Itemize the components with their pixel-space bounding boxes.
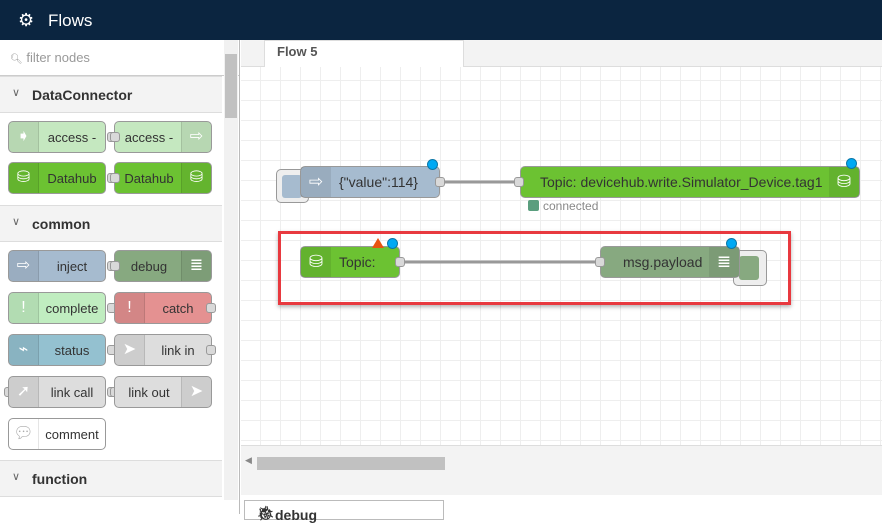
wires — [400, 180, 600, 264]
palette-node-datahub-subscribe[interactable]: ⛁Datahub — [8, 162, 106, 194]
chevron-down-icon: ∨ — [12, 471, 21, 483]
palette-node-catch[interactable]: !catch — [114, 292, 212, 324]
node-red-logo-icon: ⚙ — [18, 10, 35, 30]
scroll-left-icon[interactable]: ◀ — [245, 455, 252, 465]
workspace-tabs: Flow 5 — [241, 40, 882, 68]
status-text: connected — [543, 199, 599, 213]
pulse-icon: ⌁ — [9, 335, 39, 365]
palette-node-link-out[interactable]: link out➤ — [114, 376, 212, 408]
chevron-down-icon: ∨ — [12, 87, 21, 99]
section-common[interactable]: ∨common — [0, 205, 222, 242]
palette-node-comment[interactable]: 💬︎comment — [8, 418, 106, 450]
debug-node[interactable]: msg.payload≣ — [600, 246, 740, 278]
link-icon: ➚ — [9, 377, 39, 407]
palette-node-access-in[interactable]: ➧access - — [8, 121, 106, 153]
palette-node-link-call[interactable]: ➚link call — [8, 376, 106, 408]
database-icon: ⛁ — [9, 163, 39, 193]
arrow-icon: ⇨ — [181, 122, 211, 152]
app-title: Flows — [48, 11, 93, 30]
inject-node[interactable]: ⇨{"value":114} — [300, 166, 440, 198]
exclamation-icon: ! — [9, 293, 39, 323]
section-function[interactable]: ∨function — [0, 460, 222, 497]
canvas-horizontal-scrollbar[interactable]: ◀ — [241, 445, 882, 495]
palette-node-status[interactable]: ⌁status — [8, 334, 106, 366]
status-indicator-icon — [528, 200, 539, 211]
section-dataconnector[interactable]: ∨DataConnector — [0, 76, 222, 113]
arrow-icon: ⇨ — [9, 251, 39, 281]
filter-nodes-input[interactable]: 🔍︎ filter nodes — [0, 40, 239, 76]
palette-node-inject[interactable]: ⇨inject — [8, 250, 106, 282]
tab-flow-5[interactable]: Flow 5 — [264, 40, 464, 68]
palette-node-debug[interactable]: debug≣ — [114, 250, 212, 282]
palette: 🔍︎ filter nodes ∨DataConnector ➧access -… — [0, 40, 240, 514]
database-icon: ⛁ — [829, 167, 859, 197]
flow-canvas[interactable]: ⇨{"value":114} Topic: devicehub.write.Si… — [241, 67, 882, 445]
database-icon: ⛁ — [181, 163, 211, 193]
palette-node-complete[interactable]: !complete — [8, 292, 106, 324]
list-icon: ≣ — [181, 251, 211, 281]
list-icon: ≣ — [709, 247, 739, 277]
debug-sidebar-tab[interactable]: 🐞︎debug — [244, 500, 444, 523]
chevron-down-icon: ∨ — [12, 216, 21, 228]
link-icon: ➤ — [181, 377, 211, 407]
header: ⚙ Flows — [0, 0, 882, 40]
palette-node-datahub-publish[interactable]: Datahub⛁ — [114, 162, 212, 194]
arrow-icon: ⇨ — [301, 167, 331, 197]
palette-node-link-in[interactable]: ➤link in — [114, 334, 212, 366]
search-icon: 🔍︎ — [10, 54, 23, 65]
palette-scrollbar[interactable] — [224, 40, 238, 500]
palette-node-access-out[interactable]: access -⇨ — [114, 121, 212, 153]
database-icon: ⛁ — [301, 247, 331, 277]
link-icon: ➤ — [115, 335, 145, 365]
warning-icon — [372, 238, 384, 248]
datahub-write-node[interactable]: Topic: devicehub.write.Simulator_Device.… — [520, 166, 860, 198]
arrow-icon: ➧ — [9, 122, 39, 152]
exclamation-icon: ! — [115, 293, 145, 323]
datahub-read-node[interactable]: ⛁Topic: — [300, 246, 400, 278]
highlight-box — [278, 231, 791, 305]
comment-icon: 💬︎ — [9, 419, 39, 449]
